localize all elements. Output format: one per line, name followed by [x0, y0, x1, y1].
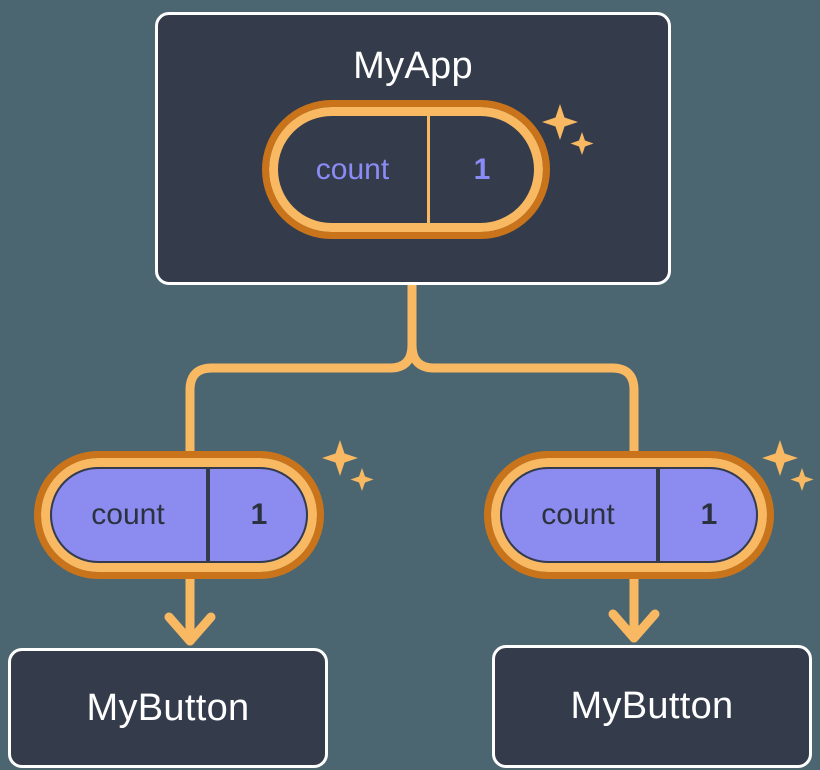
- sparkle-cluster-left: [322, 440, 374, 491]
- state-pill-body: count 1: [34, 451, 324, 579]
- state-pill-left[interactable]: count 1: [34, 451, 324, 579]
- state-pill-right[interactable]: count 1: [484, 451, 774, 579]
- component-title-myapp: MyApp: [353, 45, 473, 87]
- state-pill-myapp[interactable]: count 1: [262, 100, 550, 239]
- sparkle-icon: [322, 440, 358, 476]
- sparkle-small-icon: [350, 468, 374, 491]
- sparkle-small-icon: [790, 468, 814, 491]
- component-box-mybutton-left[interactable]: MyButton: [8, 648, 328, 768]
- state-pill-key: count: [278, 116, 430, 223]
- state-pill-value: 1: [473, 152, 491, 186]
- component-title-mybutton-right: MyButton: [570, 685, 734, 727]
- sparkle-cluster-right: [762, 440, 814, 491]
- arrow-down-icon-left: [164, 612, 216, 646]
- component-box-mybutton-right[interactable]: MyButton: [492, 645, 812, 768]
- state-pill-body: count 1: [484, 451, 774, 579]
- state-pill-value: 1: [700, 498, 718, 531]
- component-title-mybutton-left: MyButton: [86, 686, 250, 729]
- connector-branch-left: [185, 340, 417, 475]
- connector-branch-right: [407, 340, 639, 475]
- state-pill-body: count 1: [262, 100, 550, 239]
- state-pill-key: count: [500, 467, 660, 563]
- arrow-down-icon-right: [608, 609, 660, 643]
- state-pill-key: count: [50, 467, 210, 563]
- state-pill-value: 1: [250, 498, 268, 531]
- sparkle-icon: [762, 440, 798, 476]
